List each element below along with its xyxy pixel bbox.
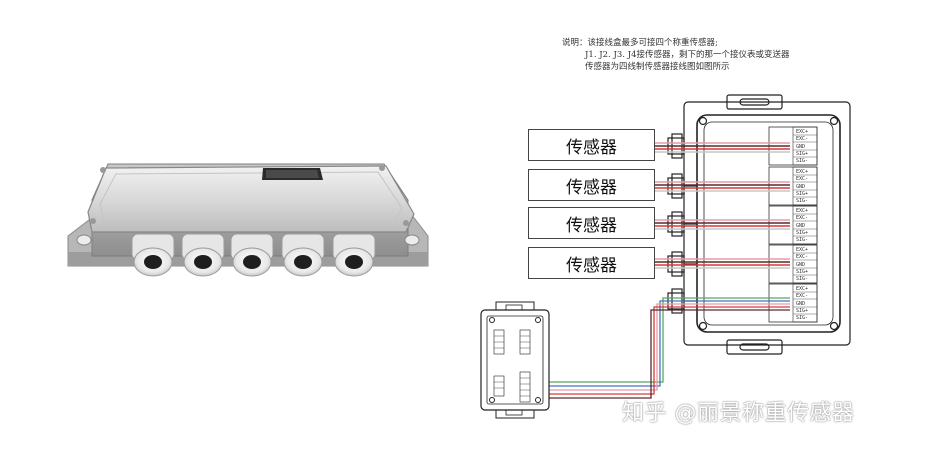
svg-text:SIG+: SIG+ — [796, 308, 808, 314]
svg-text:SIG-: SIG- — [796, 158, 808, 164]
svg-text:GND: GND — [796, 301, 805, 307]
sensor-box-2: 传感器 — [528, 169, 655, 201]
sensor-cables — [655, 142, 790, 269]
schematic-gland-3 — [667, 211, 697, 237]
transmitter-board — [480, 301, 550, 419]
cable-gland-1 — [131, 233, 175, 277]
sensor-box-3: 传感器 — [528, 207, 655, 239]
schematic-gland-4 — [667, 251, 697, 277]
svg-text:EXC-: EXC- — [796, 136, 808, 142]
svg-text:GND: GND — [796, 223, 805, 229]
svg-text:EXC+: EXC+ — [796, 286, 808, 292]
sensor-box-1: 传感器 — [528, 129, 655, 161]
schematic-gland-2 — [667, 173, 697, 199]
sensor-box-4: 传感器 — [528, 247, 655, 279]
note-line-1: 说明：该接线盒最多可接四个称重传感器; — [562, 38, 718, 48]
svg-text:GND: GND — [796, 262, 805, 268]
cable-gland-2 — [181, 233, 225, 277]
watermark-text: 知乎 @丽景称重传感器 — [622, 401, 855, 426]
sensor-cable-1 — [655, 142, 790, 153]
svg-text:EXC+: EXC+ — [796, 247, 808, 253]
svg-text:EXC+: EXC+ — [796, 169, 808, 175]
svg-text:SIG+: SIG+ — [796, 151, 808, 157]
description-notes: 说明：该接线盒最多可接四个称重传感器; J1. J2. J3. J4接传感器，剩… — [562, 37, 789, 73]
sensor-cable-4 — [655, 258, 790, 269]
svg-text:EXC+: EXC+ — [796, 208, 808, 214]
junction-box-schematic — [667, 94, 851, 355]
svg-text:SIG+: SIG+ — [796, 191, 808, 197]
svg-text:SIG-: SIG- — [796, 198, 808, 204]
note-line-2: J1. J2. J3. J4接传感器，剩下的那一个接仪表或变送器 — [585, 50, 790, 60]
output-cable — [540, 297, 790, 399]
svg-text:SIG-: SIG- — [796, 315, 808, 321]
sensor-cable-3 — [655, 219, 790, 230]
svg-text:EXC-: EXC- — [796, 293, 808, 299]
svg-text:EXC-: EXC- — [796, 215, 808, 221]
svg-text:EXC+: EXC+ — [796, 129, 808, 135]
svg-text:SIG+: SIG+ — [796, 230, 808, 236]
svg-text:EXC-: EXC- — [796, 254, 808, 260]
svg-text:SIG-: SIG- — [796, 237, 808, 243]
svg-text:EXC-: EXC- — [796, 176, 808, 182]
cable-gland-3 — [230, 233, 274, 277]
cable-gland-5 — [332, 233, 376, 277]
svg-text:GND: GND — [796, 144, 805, 150]
svg-text:GND: GND — [796, 184, 805, 190]
cable-gland-4 — [281, 233, 325, 277]
note-line-3: 传感器为四线制传感器接线图如图所示 — [585, 62, 730, 72]
junction-box-photo — [67, 163, 429, 277]
sensor-cable-2 — [655, 181, 790, 192]
svg-text:SIG+: SIG+ — [796, 269, 808, 275]
svg-text:SIG-: SIG- — [796, 276, 808, 282]
